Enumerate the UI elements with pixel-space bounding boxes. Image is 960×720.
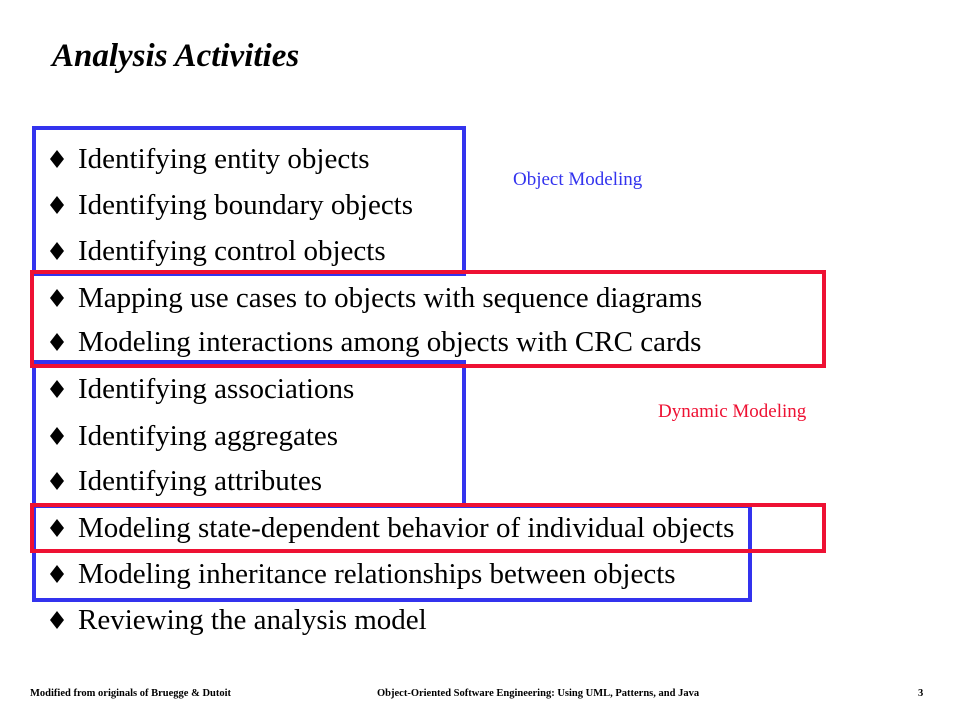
list-item: Identifying attributes — [50, 461, 322, 501]
list-item: Identifying associations — [50, 369, 354, 409]
bullet-text: Identifying control objects — [78, 234, 386, 267]
dynamic-modeling-label: Dynamic Modeling — [658, 401, 807, 422]
diamond-bullet-icon — [50, 380, 64, 398]
diamond-bullet-icon — [50, 289, 64, 307]
bullet-text: Modeling state-dependent behavior of ind… — [78, 511, 735, 544]
bullet-text: Modeling inheritance relationships betwe… — [78, 557, 676, 590]
list-item: Identifying control objects — [50, 231, 386, 271]
list-item: Reviewing the analysis model — [50, 600, 427, 640]
object-modeling-label: Object Modeling — [513, 169, 643, 190]
diamond-bullet-icon — [50, 611, 64, 629]
bullet-text: Identifying boundary objects — [78, 188, 414, 221]
footer-center: Object-Oriented Software Engineering: Us… — [377, 688, 700, 699]
footer-left: Modified from originals of Bruegge & Dut… — [30, 688, 232, 699]
diamond-bullet-icon — [50, 427, 64, 445]
bullet-text: Identifying attributes — [78, 464, 323, 497]
diamond-bullet-icon — [50, 519, 64, 537]
slide-title: Analysis Activities — [52, 38, 300, 74]
bullet-text: Identifying entity objects — [78, 142, 370, 175]
diamond-bullet-icon — [50, 150, 64, 168]
list-item: Identifying entity objects — [50, 139, 370, 179]
diamond-bullet-icon — [50, 333, 64, 351]
page-number: 3 — [918, 688, 924, 699]
bullet-text: Mapping use cases to objects with sequen… — [78, 281, 703, 314]
diamond-bullet-icon — [50, 196, 64, 214]
list-item: Modeling interactions among objects with… — [50, 322, 701, 362]
list-item: Mapping use cases to objects with sequen… — [50, 278, 702, 318]
list-item: Modeling state-dependent behavior of ind… — [50, 508, 734, 548]
bullet-text: Reviewing the analysis model — [78, 603, 427, 636]
list-item: Modeling inheritance relationships betwe… — [50, 554, 676, 594]
list-item: Identifying boundary objects — [50, 185, 413, 225]
bullet-text: Identifying associations — [78, 372, 355, 405]
diamond-bullet-icon — [50, 565, 64, 583]
diamond-bullet-icon — [50, 472, 64, 490]
list-item: Identifying aggregates — [50, 416, 338, 456]
bullet-text: Identifying aggregates — [78, 419, 339, 452]
diamond-bullet-icon — [50, 242, 64, 260]
bullet-text: Modeling interactions among objects with… — [78, 325, 702, 358]
